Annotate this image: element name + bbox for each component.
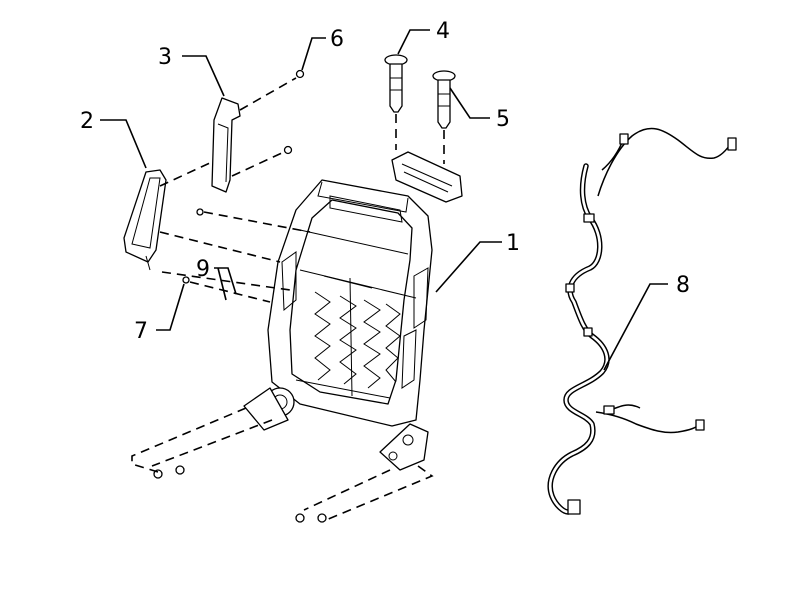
leader-1 xyxy=(435,241,502,293)
side-trim-cover xyxy=(123,169,167,271)
leader-5 xyxy=(449,87,490,119)
side-bracket xyxy=(211,97,241,193)
leader-lines xyxy=(100,29,668,371)
wiring-harness xyxy=(547,127,737,515)
callout-labels: 1 2 3 4 5 6 7 8 9 xyxy=(80,19,690,344)
headrest-guide-sleeve-left xyxy=(384,54,408,113)
leader-3 xyxy=(182,55,225,97)
callout-4: 4 xyxy=(436,19,450,44)
callout-2: 2 xyxy=(80,109,94,134)
headrest-guide-bracket xyxy=(391,151,463,203)
callout-9: 9 xyxy=(196,257,210,282)
assembly-lines xyxy=(131,77,445,521)
callout-8: 8 xyxy=(676,273,690,298)
leader-9b xyxy=(217,267,227,301)
seat-back-frame xyxy=(243,179,433,471)
callout-1: 1 xyxy=(506,231,520,256)
callout-5: 5 xyxy=(496,107,510,132)
callout-3: 3 xyxy=(158,45,172,70)
callout-7: 7 xyxy=(134,319,148,344)
callout-6: 6 xyxy=(330,27,344,52)
leader-4 xyxy=(397,29,430,55)
leader-2 xyxy=(100,119,147,169)
headrest-guide-sleeve-right xyxy=(432,70,456,129)
leader-8 xyxy=(603,283,668,371)
leader-7 xyxy=(156,283,185,331)
leader-6 xyxy=(301,37,326,71)
fasteners xyxy=(153,69,327,523)
